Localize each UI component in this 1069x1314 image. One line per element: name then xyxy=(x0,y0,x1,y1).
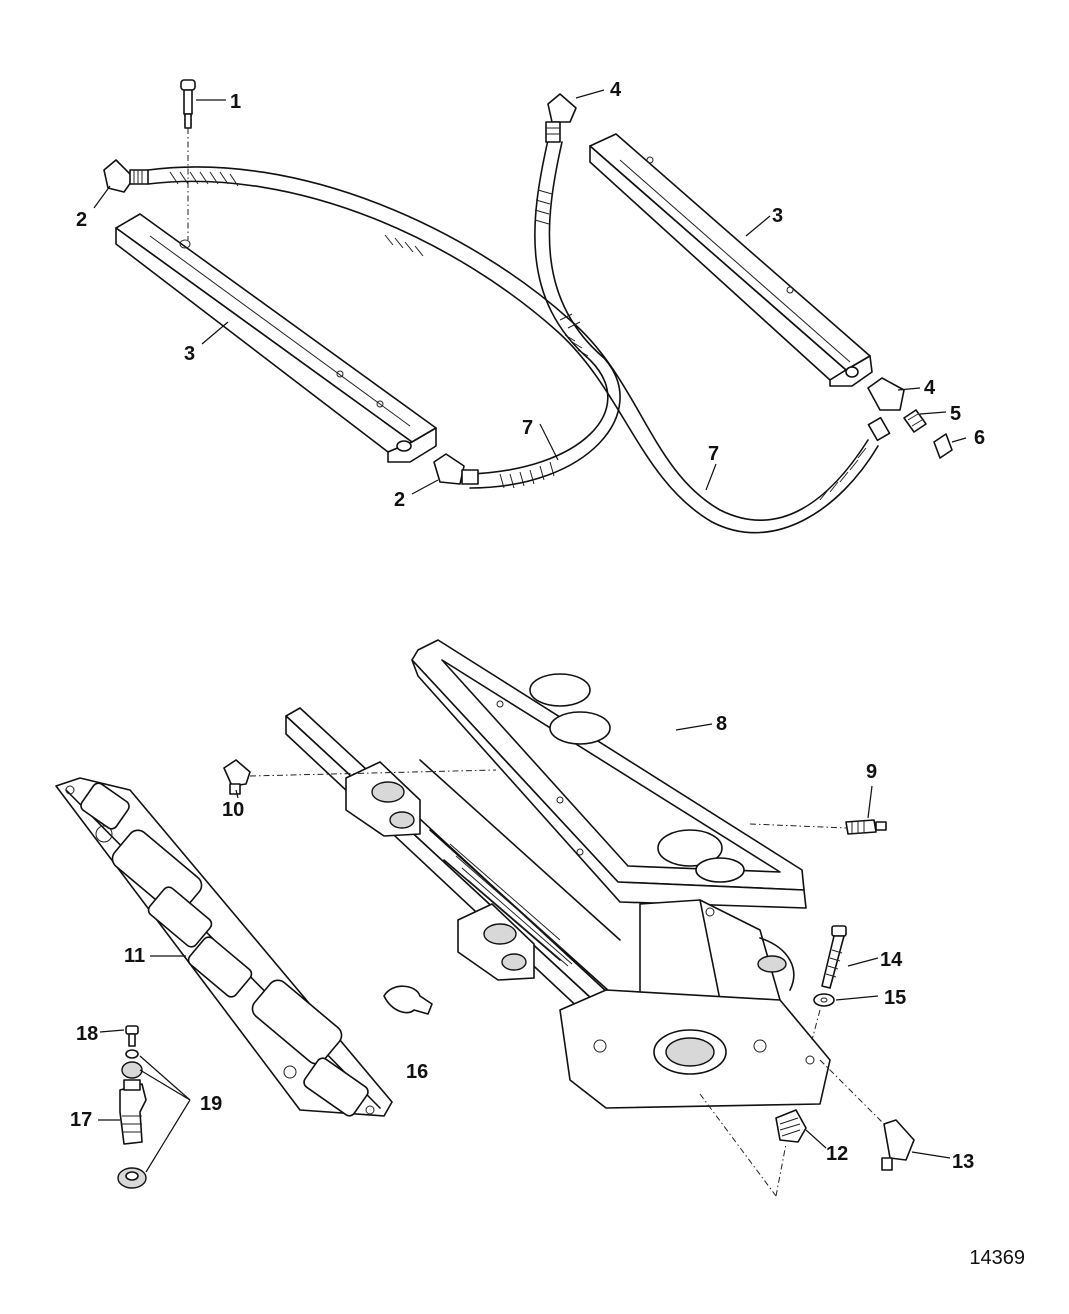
callout-17: 17 xyxy=(70,1109,92,1131)
callout-10: 10 xyxy=(222,799,244,821)
part-16-clip xyxy=(383,985,433,1015)
callout-3-right: 3 xyxy=(772,205,783,227)
callout-13: 13 xyxy=(952,1151,974,1173)
callout-5: 5 xyxy=(950,403,961,425)
callout-7-right: 7 xyxy=(708,443,719,465)
part-10-elbow-fitting xyxy=(223,759,251,795)
callout-12: 12 xyxy=(826,1143,848,1165)
callout-16: 16 xyxy=(406,1061,428,1083)
callout-14: 14 xyxy=(880,949,903,971)
part-13-elbow-fitting xyxy=(881,1119,915,1171)
part-19-o-ring-lower xyxy=(117,1167,147,1189)
figure-id-label: 14369 xyxy=(969,1247,1025,1269)
callout-15: 15 xyxy=(884,987,906,1009)
part-17-fuel-injector xyxy=(119,1079,147,1145)
callout-11: 11 xyxy=(124,945,145,967)
part-15-washer xyxy=(813,993,835,1007)
callout-18: 18 xyxy=(76,1023,98,1045)
callout-3-left: 3 xyxy=(184,343,195,365)
callout-19: 19 xyxy=(200,1093,222,1115)
part-9-fitting-stud xyxy=(845,819,887,835)
callout-6: 6 xyxy=(974,427,985,449)
part-4-fitting-right xyxy=(867,377,905,442)
part-7-fuel-hose-short xyxy=(469,139,621,489)
callout-9: 9 xyxy=(866,761,877,783)
part-4-fitting-upper xyxy=(545,93,577,143)
callout-7-left: 7 xyxy=(522,417,533,439)
part-14-bolt xyxy=(821,925,847,989)
part-11-manifold-gasket xyxy=(55,777,393,1117)
part-6-cap xyxy=(933,433,953,459)
part-5-valve-core xyxy=(903,409,927,433)
part-12-pipe-plug xyxy=(775,1109,807,1143)
part-1-schrader-valve xyxy=(180,79,196,129)
part-3-fuel-rail-right xyxy=(589,133,873,387)
callout-4-upper: 4 xyxy=(610,79,622,101)
part-3-fuel-rail-left xyxy=(115,213,437,463)
part-2-fitting-upper xyxy=(103,159,149,193)
part-2-fitting-lower xyxy=(433,453,479,485)
part-8-intake-manifold xyxy=(285,639,831,1109)
callout-4-right: 4 xyxy=(924,377,936,399)
callout-8: 8 xyxy=(716,713,727,735)
leader-lines xyxy=(93,89,967,1173)
part-19-o-ring-upper xyxy=(121,1049,143,1079)
callout-1: 1 xyxy=(230,91,241,113)
callout-2-upper: 2 xyxy=(76,209,87,231)
part-18-screw xyxy=(125,1025,139,1047)
callout-2-lower: 2 xyxy=(394,489,405,511)
